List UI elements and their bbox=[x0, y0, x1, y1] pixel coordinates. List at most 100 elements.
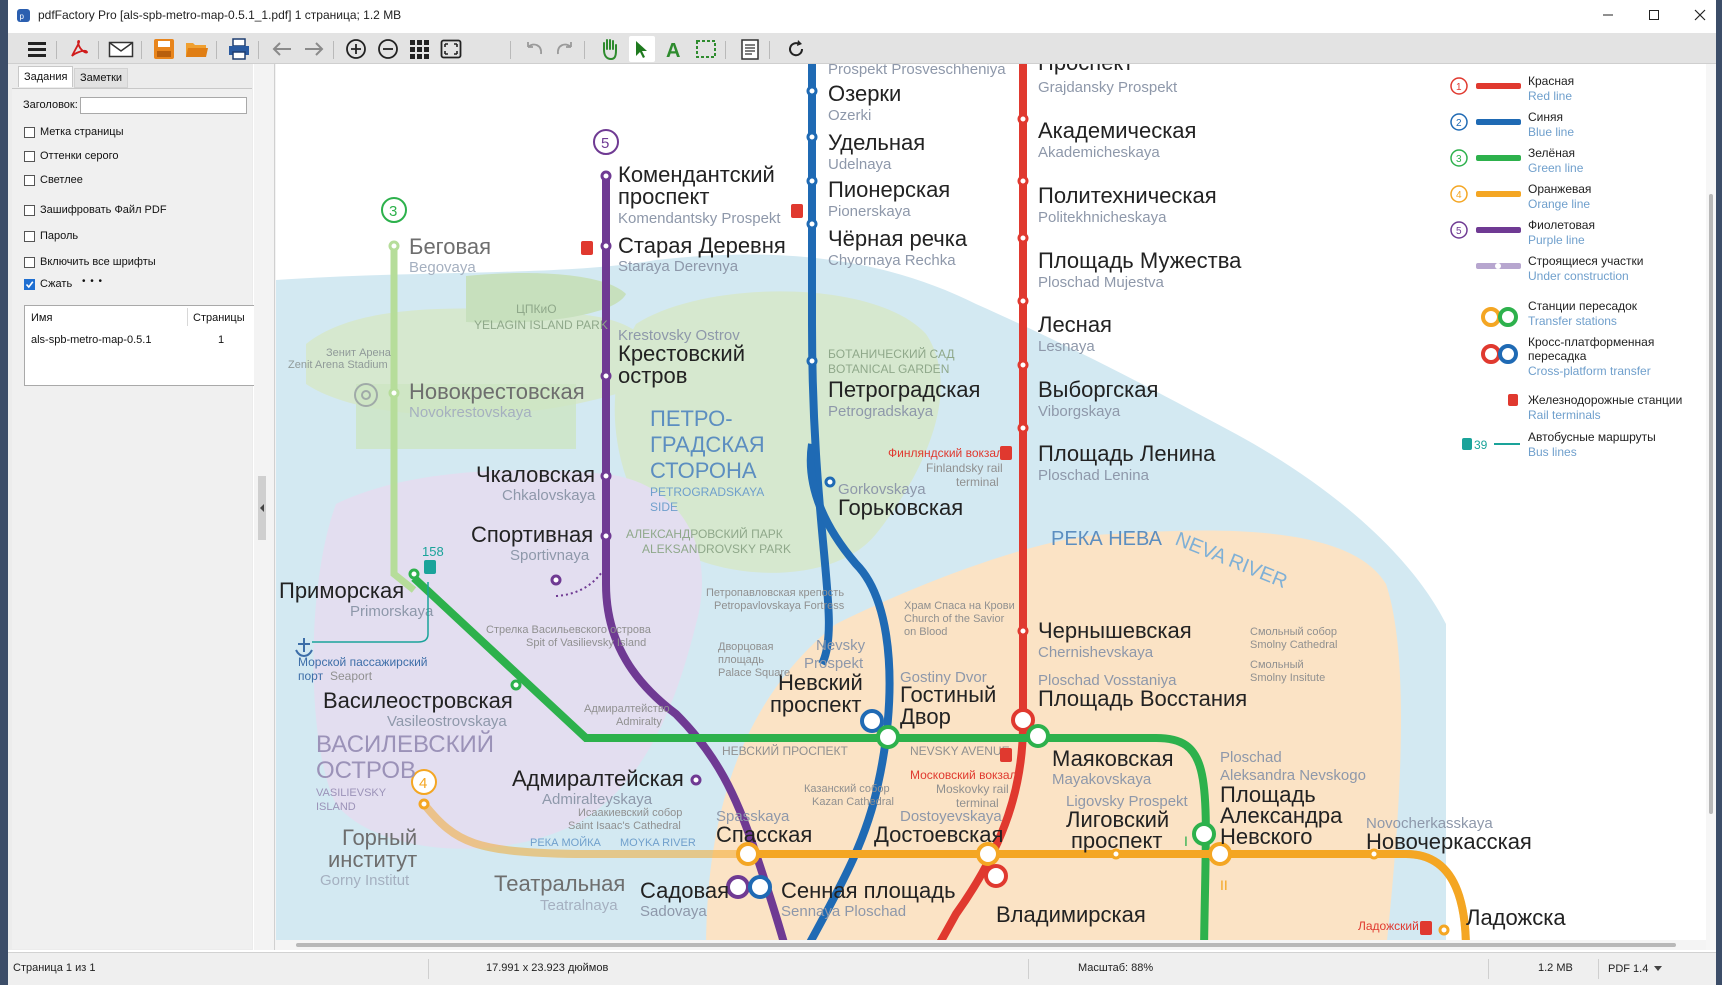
horizontal-scrollbar[interactable] bbox=[276, 940, 1706, 950]
vertical-scroll-thumb[interactable] bbox=[1709, 194, 1713, 814]
svg-text:АЛЕКСАНДРОВСКИЙ ПАРК: АЛЕКСАНДРОВСКИЙ ПАРК bbox=[626, 526, 783, 541]
area-select-button[interactable] bbox=[693, 36, 719, 62]
svg-text:Казанский собор: Казанский собор bbox=[804, 783, 890, 795]
svg-text:Петропавловская крепость: Петропавловская крепость bbox=[706, 587, 844, 599]
svg-text:остров: остров bbox=[618, 363, 687, 388]
thumbnails-button[interactable] bbox=[406, 36, 432, 62]
tab-tasks[interactable]: Задания bbox=[18, 66, 74, 87]
svg-text:Зелёная: Зелёная bbox=[1528, 146, 1575, 160]
svg-text:СТОРОНА: СТОРОНА bbox=[650, 458, 757, 483]
toolbar: A bbox=[8, 33, 1716, 64]
svg-text:Under construction: Under construction bbox=[1528, 269, 1629, 283]
svg-text:Садовая: Садовая bbox=[640, 878, 729, 903]
acrobat-button[interactable] bbox=[66, 36, 92, 62]
print-button[interactable] bbox=[226, 36, 252, 62]
svg-text:Spit of Vasilievsky Island: Spit of Vasilievsky Island bbox=[526, 637, 646, 649]
list-item-name[interactable]: als-spb-metro-map-0.5.1 bbox=[31, 334, 152, 346]
svg-text:Chernishevskaya: Chernishevskaya bbox=[1038, 644, 1154, 661]
select-tool-button[interactable] bbox=[629, 36, 655, 62]
svg-text:Красная: Красная bbox=[1528, 74, 1574, 88]
fit-page-button[interactable] bbox=[438, 36, 464, 62]
maximize-button[interactable] bbox=[1631, 0, 1677, 30]
vertical-scrollbar[interactable] bbox=[1706, 64, 1716, 950]
svg-text:Храм Спаса на Крови: Храм Спаса на Крови bbox=[904, 600, 1015, 612]
svg-text:Red line: Red line bbox=[1528, 89, 1572, 103]
open-button[interactable] bbox=[184, 36, 210, 62]
undo-button[interactable] bbox=[521, 36, 547, 62]
svg-text:Green line: Green line bbox=[1528, 161, 1584, 175]
svg-text:Смольный собор: Смольный собор bbox=[1250, 626, 1337, 638]
lighter-checkbox[interactable] bbox=[24, 175, 35, 186]
svg-text:проспект: проспект bbox=[1071, 828, 1162, 853]
metro-map: 3 5 4 Prospekt Prosveschheniya Проспект … bbox=[276, 64, 1682, 950]
close-button[interactable] bbox=[1677, 0, 1722, 30]
compress-checkbox[interactable] bbox=[24, 279, 35, 290]
menu-button[interactable] bbox=[24, 36, 50, 62]
collapse-handle[interactable] bbox=[258, 476, 266, 540]
svg-text:Лесная: Лесная bbox=[1038, 312, 1112, 337]
viewer-border bbox=[274, 64, 275, 950]
pdffactory-window: p pdfFactory Pro [als-spb-metro-map-0.5.… bbox=[8, 0, 1716, 985]
col-name-header[interactable]: Имя bbox=[31, 312, 53, 324]
pdf-viewer[interactable]: 3 5 4 Prospekt Prosveschheniya Проспект … bbox=[276, 64, 1706, 950]
embed-fonts-checkbox[interactable] bbox=[24, 257, 35, 268]
back-button[interactable] bbox=[269, 36, 295, 62]
grayscale-checkbox[interactable] bbox=[24, 151, 35, 162]
tab-notes[interactable]: Заметки bbox=[74, 68, 129, 88]
refresh-button[interactable] bbox=[783, 36, 809, 62]
park-area bbox=[614, 291, 941, 573]
svg-text:Vasileostrovskaya: Vasileostrovskaya bbox=[387, 713, 507, 730]
svg-text:Чкаловская: Чкаловская bbox=[476, 462, 595, 487]
pdf-version-dropdown[interactable]: PDF 1.4 bbox=[1608, 960, 1670, 978]
svg-text:Grajdansky Prospekt: Grajdansky Prospekt bbox=[1038, 79, 1178, 96]
svg-text:terminal: terminal bbox=[956, 796, 999, 810]
col-pages-header[interactable]: Страницы bbox=[193, 312, 245, 324]
svg-text:Smolny Cathedral: Smolny Cathedral bbox=[1250, 639, 1337, 651]
select-arrow-icon bbox=[636, 41, 647, 58]
header-input[interactable] bbox=[80, 97, 247, 114]
panel-splitter[interactable] bbox=[254, 64, 276, 950]
encrypt-pdf-checkbox[interactable] bbox=[24, 205, 35, 216]
undo-icon bbox=[527, 42, 542, 55]
toolbar-separator bbox=[333, 41, 334, 59]
rail-terminal-icon bbox=[1000, 446, 1012, 460]
svg-text:Petrogradskaya: Petrogradskaya bbox=[828, 403, 934, 420]
zoom-in-button[interactable] bbox=[343, 36, 369, 62]
toolbar-separator bbox=[141, 41, 142, 59]
svg-text:Petropavlovskaya Fortress: Petropavlovskaya Fortress bbox=[714, 600, 845, 612]
blue-line bbox=[808, 64, 833, 666]
zoom-out-button[interactable] bbox=[375, 36, 401, 62]
svg-text:Udelnaya: Udelnaya bbox=[828, 156, 892, 173]
hand-tool-button[interactable] bbox=[597, 36, 623, 62]
email-button[interactable] bbox=[108, 36, 134, 62]
compress-options-button[interactable]: • • • bbox=[82, 276, 104, 287]
svg-text:Новочеркасская: Новочеркасская bbox=[1366, 829, 1532, 854]
minimize-button[interactable] bbox=[1585, 0, 1631, 30]
save-button[interactable] bbox=[151, 36, 177, 62]
password-checkbox[interactable] bbox=[24, 231, 35, 242]
svg-text:p: p bbox=[20, 12, 25, 21]
page-stamp-checkbox[interactable] bbox=[24, 127, 35, 138]
svg-text:Admiralteyskaya: Admiralteyskaya bbox=[542, 791, 653, 808]
svg-text:39: 39 bbox=[1474, 438, 1488, 452]
notes-button[interactable] bbox=[737, 36, 763, 62]
svg-text:Pionerskaya: Pionerskaya bbox=[828, 203, 911, 220]
svg-text:Беговая: Беговая bbox=[409, 234, 491, 259]
forward-button[interactable] bbox=[301, 36, 327, 62]
svg-text:Морской пассажирский: Морской пассажирский bbox=[298, 655, 427, 669]
bus-route-line bbox=[312, 582, 429, 643]
horizontal-scroll-thumb[interactable] bbox=[296, 943, 1676, 947]
header-label: Заголовок: bbox=[23, 99, 78, 111]
toolbar-separator bbox=[258, 41, 259, 59]
toolbar-separator bbox=[510, 41, 511, 59]
page-indicator: Страница 1 из 1 bbox=[13, 962, 96, 974]
redo-button[interactable] bbox=[552, 36, 578, 62]
svg-text:Bus lines: Bus lines bbox=[1528, 445, 1577, 459]
svg-text:on Blood: on Blood bbox=[904, 626, 947, 638]
svg-text:II: II bbox=[1220, 877, 1228, 893]
blue-line bbox=[802, 443, 894, 950]
jobs-list[interactable]: Имя Страницы als-spb-metro-map-0.5.1 1 bbox=[24, 305, 255, 386]
text-tool-button[interactable]: A bbox=[661, 36, 687, 62]
page-dimensions: 17.991 x 23.923 дюймов bbox=[486, 962, 609, 974]
stadium-icon bbox=[354, 383, 378, 407]
